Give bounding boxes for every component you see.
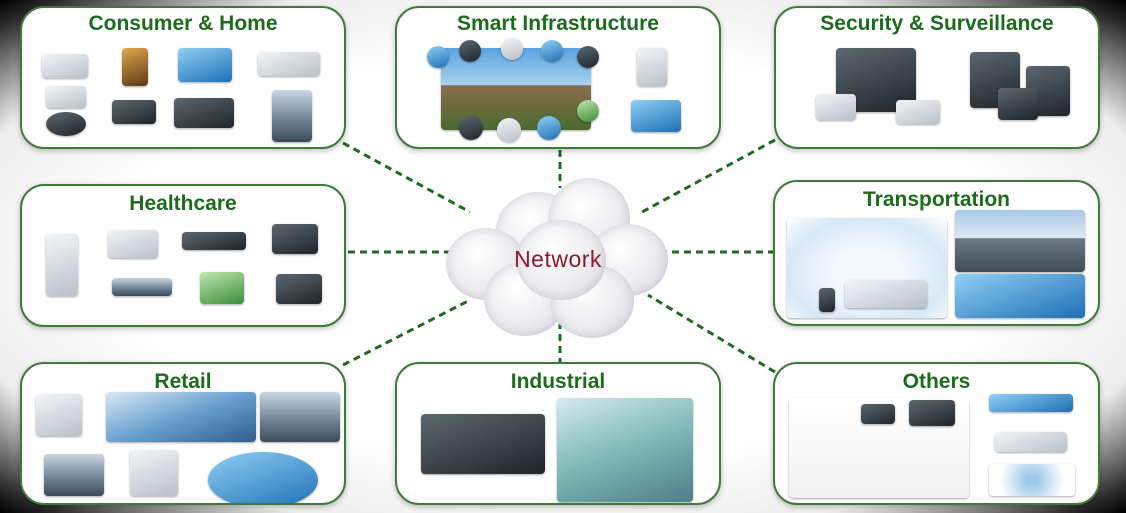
panel-title: Others [902, 370, 971, 393]
panel-title: Consumer & Home [88, 12, 278, 35]
hmi-panels-image [421, 414, 545, 474]
control-panel-image [637, 48, 667, 86]
kiosk-image [36, 394, 82, 436]
panel-title: Healthcare [129, 192, 237, 215]
vending-kiosks-image [130, 450, 178, 496]
pulse-oximeter-image [276, 274, 322, 304]
health-monitor-image [108, 230, 158, 258]
network-cloud: Network [438, 166, 678, 346]
car-image [845, 280, 927, 308]
vehicle-icons-image [989, 394, 1073, 412]
wristband-image [182, 232, 246, 250]
panel-title: Retail [154, 370, 212, 393]
thermostat-image [631, 100, 681, 132]
panel-security-surveillance: Security & Surveillance [774, 6, 1100, 149]
icon-ring-1 [427, 46, 449, 68]
icon-ring-6 [577, 100, 599, 122]
fitness-watch-image [200, 272, 244, 304]
panel-title: Smart Infrastructure [457, 12, 659, 35]
digital-signage-image [106, 392, 256, 442]
panel-consumer-home: Consumer & Home [20, 6, 346, 149]
panel-title: Industrial [510, 370, 606, 393]
panel-title: Security & Surveillance [820, 12, 1054, 35]
panel-title: Transportation [862, 188, 1010, 211]
gateway-device-image [861, 404, 895, 424]
panel-industrial: Industrial [395, 362, 721, 505]
hand-sensor-image [112, 278, 172, 296]
network-label: Network [514, 246, 602, 272]
washing-machine-image [46, 86, 86, 108]
retail-circle-diagram-image [208, 452, 318, 503]
driving-dashboard-image [955, 210, 1085, 272]
icon-ring-7 [537, 116, 561, 140]
store-interior-image [260, 392, 340, 442]
icon-ring-3 [501, 38, 523, 60]
dashboard-image [258, 52, 320, 76]
factory-network-image [557, 398, 693, 502]
wireless-network-image [989, 464, 1075, 496]
panel-retail: Retail [20, 362, 346, 505]
smartwatch-image [174, 98, 234, 128]
printer-image [42, 54, 88, 78]
connected-highway-image [955, 274, 1085, 318]
camera-cluster-left-image [816, 94, 856, 120]
server-image [819, 288, 835, 312]
connector-security [641, 138, 776, 214]
panel-transportation: Transportation [773, 180, 1100, 326]
tablet-hand-image [272, 224, 318, 254]
icon-ring-9 [459, 116, 483, 140]
vending-machine-image [122, 48, 148, 86]
icon-ring-8 [497, 118, 521, 142]
icon-ring-4 [541, 40, 563, 62]
phones-image [998, 88, 1038, 120]
agriculture-icons-image [995, 432, 1067, 452]
panel-others: Others [773, 362, 1100, 505]
remote-control-image [112, 100, 156, 124]
panel-healthcare: Healthcare [20, 184, 346, 327]
medical-cart-image [46, 234, 78, 296]
camera-cluster-right-image [896, 100, 940, 124]
computer-image [909, 400, 955, 426]
shoppers-image [44, 454, 104, 496]
connector-consumer [342, 141, 471, 214]
connector-others [647, 293, 776, 374]
icon-ring-2 [459, 40, 481, 62]
robot-vacuum-image [46, 112, 86, 136]
smart-tv-image [178, 48, 232, 82]
panel-smart-infrastructure: Smart Infrastructure [395, 6, 721, 149]
person-with-device-image [272, 90, 312, 142]
icon-ring-5 [577, 46, 599, 68]
